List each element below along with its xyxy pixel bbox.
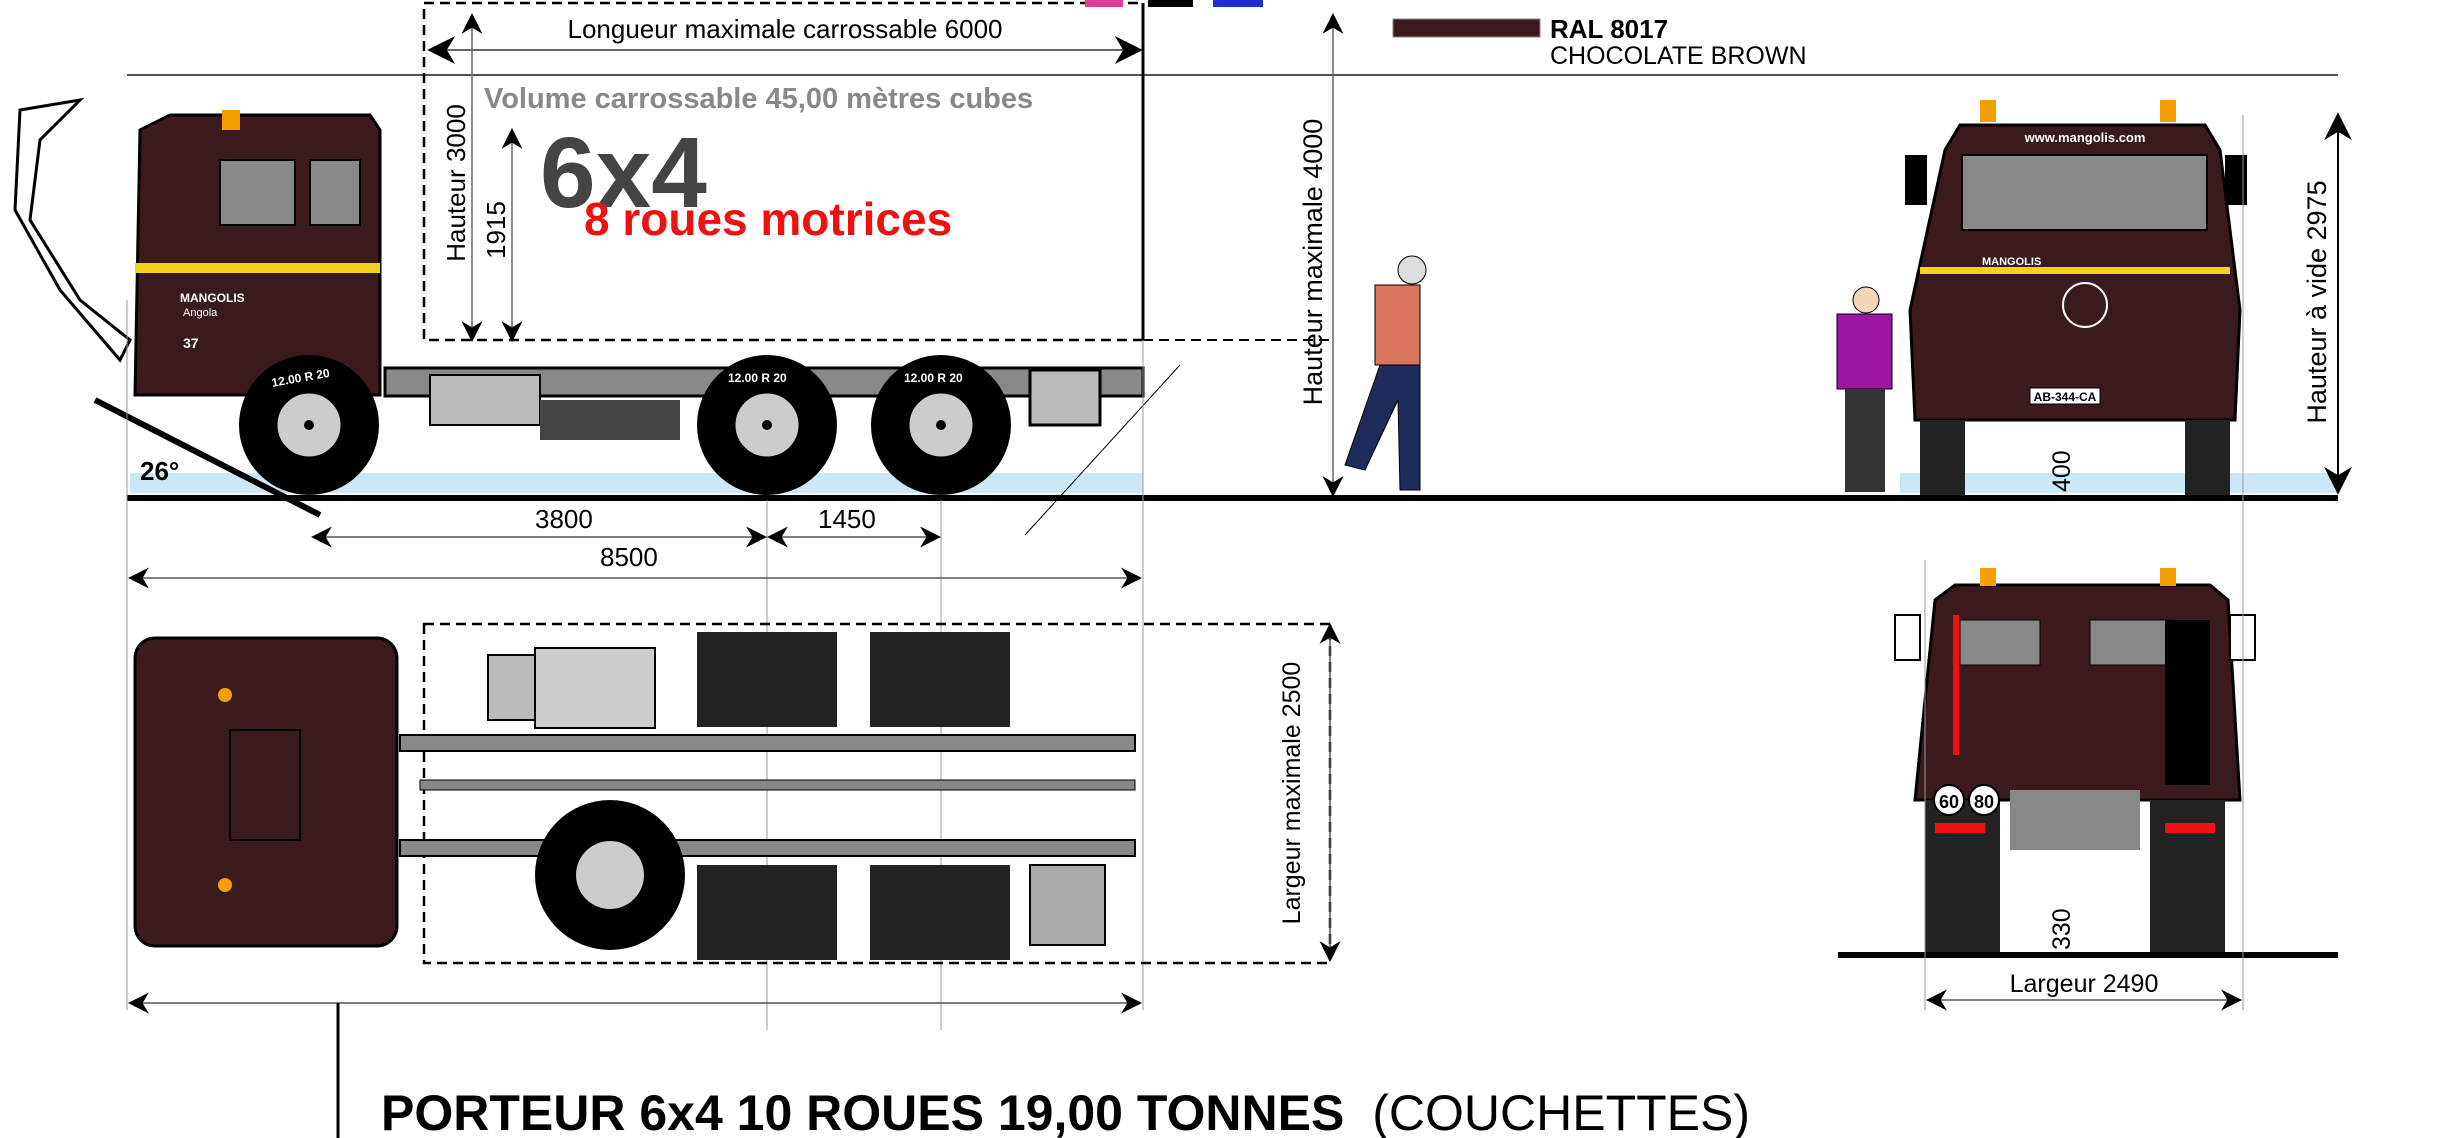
rear-width-label: Largeur 2490 <box>2010 970 2159 998</box>
top-view: Largeur maximale 2500 <box>127 622 1341 1138</box>
person-woman <box>1836 286 1893 492</box>
config-label: 6x4 <box>540 117 707 229</box>
svg-text:60: 60 <box>1939 792 1959 812</box>
ground-tint <box>130 473 1143 493</box>
front-clearance-label: 400 <box>2048 450 2076 492</box>
tandem-label: 1450 <box>818 504 876 534</box>
person-man <box>1344 255 1427 491</box>
front-view: www.mangolis.com MANGOLIS AB-344-CA Haut… <box>1905 100 2352 495</box>
title-main: PORTEUR 6x4 10 ROUES 19,00 TONNES <box>381 1085 1344 1138</box>
svg-text:80: 80 <box>1974 792 1994 812</box>
license-plate: AB-344-CA <box>2034 390 2097 404</box>
drive-note: 8 roues motrices <box>584 193 952 245</box>
body-volume: Volume carrossable 45,00 mètres cubes <box>484 83 1033 115</box>
cargo-body-outline <box>422 1 1145 342</box>
drawing-title: PORTEUR 6x4 10 ROUES 19,00 TONNES (COUCH… <box>381 1085 1750 1138</box>
side-view: Longueur maximale carrossable 6000 Haute… <box>13 0 2338 1030</box>
rear-clearance-label: 330 <box>2048 908 2076 950</box>
ground-tint-front <box>1900 473 2338 493</box>
star-logo-icon <box>2062 282 2108 328</box>
speed-sign-80 <box>1968 784 2000 816</box>
front-website: www.mangolis.com <box>2024 130 2146 145</box>
paint-code: RAL 8017 <box>1550 14 1668 44</box>
title-sub: (COUCHETTES) <box>1372 1085 1750 1138</box>
empty-height-label: Hauteur à vide 2975 <box>2302 180 2332 423</box>
cab-sub: Angola <box>183 307 218 319</box>
body-height-label: Hauteur 3000 <box>441 104 471 262</box>
front-brand: MANGOLIS <box>1982 256 2041 268</box>
approach-angle-line <box>93 397 322 518</box>
max-width-label: Largeur maximale 2500 <box>1278 662 1306 925</box>
floor-height-label: 1915 <box>481 201 511 259</box>
svg-text:12.00 R 20: 12.00 R 20 <box>728 371 787 385</box>
rear-view: 60 80 Largeur 2490 330 <box>1838 115 2338 1011</box>
paint-name: CHOCOLATE BROWN <box>1550 42 1807 70</box>
cab-number: 37 <box>183 335 199 351</box>
wheelbase-label: 3800 <box>535 504 593 534</box>
overall-length-label: 8500 <box>600 542 658 572</box>
svg-text:12.00 R 20: 12.00 R 20 <box>904 371 963 385</box>
body-length-label: Longueur maximale carrossable 6000 <box>567 14 1002 44</box>
speed-sign-60 <box>1933 784 1965 816</box>
approach-angle: 26° <box>140 456 179 486</box>
cab-brand: MANGOLIS <box>180 291 245 305</box>
paint-swatch <box>1392 18 1541 38</box>
max-height-label: Hauteur maximale 4000 <box>1298 119 1328 406</box>
